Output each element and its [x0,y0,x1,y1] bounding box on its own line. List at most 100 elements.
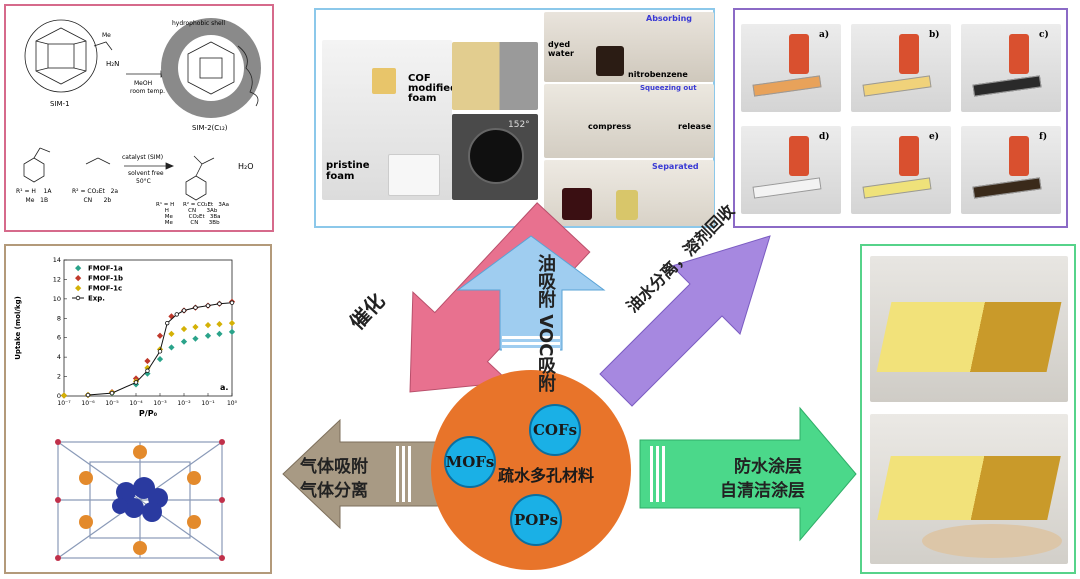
coating-label-2: 自清洁涂层 [720,481,805,501]
fmof-structure [55,439,225,561]
reagent-amine: H₂N [106,60,120,68]
exp-point [165,320,170,326]
y-tick-label: 8 [57,314,61,322]
dyed-water-vial [596,46,624,76]
separation-photo: e) [851,126,951,214]
r1-row-2: Me 1B [16,197,49,204]
sim1-cage [24,19,98,93]
y-tick-label: 6 [57,334,61,342]
oil-label: 油吸附 [535,254,556,308]
exp-point [85,392,91,398]
separation-photo: c) [961,24,1061,112]
shell-label: hydrophobic shell [172,20,226,27]
x-tick-label: 10⁻⁴ [129,400,143,407]
exp-point [109,390,115,396]
legend-label: Exp. [88,295,105,303]
sim2-label: SIM-2(C₁₂) [192,124,228,132]
center-title: 疏水多孔材料 [497,466,594,485]
x-tick-label: 10⁻³ [153,400,167,407]
release-label: release [678,122,712,131]
product-row-4: Me CN 3Bb [156,220,220,226]
plot-frame [63,259,233,397]
separation-label: d) [819,132,830,142]
separation-tube [862,177,932,199]
dyed-water-label: dyed water [548,40,574,58]
separation-label: e) [929,132,939,142]
legend-label: FMOF-1b [88,275,123,283]
r2-row-2: CN 2b [72,197,112,204]
data-point [204,332,212,339]
exp-point [217,301,222,306]
data-point [228,320,236,327]
y-tick-label: 4 [57,353,61,361]
nitrobenzene-label: nitrobenzene [628,70,688,79]
legend-label: FMOF-1a [88,265,123,273]
y-tick-label: 10 [53,295,61,303]
data-point [168,344,175,351]
absorbing-photo [544,12,714,82]
exp-point [133,380,139,385]
data-point [60,392,68,399]
x-tick-label: 10⁰ [227,400,238,407]
separation-tube [752,75,822,97]
y-axis-label: Uptake (mol/kg) [14,296,22,360]
exp-point [229,300,235,305]
r1-row-1: R¹ = H 1A [16,188,52,195]
exp-point [193,305,198,310]
data-point [228,328,236,335]
exp-point [174,312,179,317]
exp-point [157,349,163,354]
separation-tube [752,177,822,199]
data-point [180,338,188,345]
arrow-top-label: catalyst (SIM) [122,154,164,161]
separation-label: a) [819,30,830,40]
data-point [144,357,151,365]
foam-closeup-photo [452,42,538,110]
legend-marker [75,295,81,301]
y-tick-label: 12 [53,275,61,283]
data-point [192,335,199,342]
separation-photo: d) [741,126,841,214]
cof-foam-label: COF modified foam [408,73,458,104]
water-droplet [468,128,524,184]
data-point [180,325,188,333]
clamp-stand [789,136,809,176]
cof-foam-block [372,68,396,94]
separation-panel: a)b)c)d)e)f) [733,8,1068,228]
separated-vial-dark [562,188,592,220]
y-tick-label: 2 [57,373,61,381]
data-point [156,332,164,339]
coated-slide-top [876,302,1062,372]
separation-label: f) [1039,132,1048,142]
separated-vial-yellow [616,190,638,220]
clamp-stand [1009,34,1029,74]
catalysis-panel: Me H₂N MeOH room temp. SIM-1 hydrophobic… [4,4,274,232]
oil-absorption-panel: COF modified foam pristine foam 152° Abs… [314,8,715,228]
x-tick-label: 10⁻⁵ [105,400,119,407]
y-tick-label: 0 [57,392,61,400]
data-point [168,330,175,337]
data-point [204,321,212,329]
pristine-foam-label: pristine foam [326,160,370,182]
legend-marker [75,275,82,282]
oil-voc-label: 油吸附 VOC吸附 [504,254,558,392]
legend-marker [75,285,82,292]
y-tick-label: 14 [53,256,61,264]
pristine-foam-block [388,154,440,196]
data-point [192,323,199,331]
compress-label: compress [588,122,632,131]
separation-label: c) [1039,30,1049,40]
product-row-1: R¹ = H R² = CO₂Et 3Aa [156,202,230,208]
reagent-solvent: MeOH [134,80,153,87]
mofs-label: MOFs [445,453,495,471]
x-axis-label: P/P₀ [139,409,158,418]
gas-label-2: 气体分离 [300,481,368,501]
product-row-3: Me CO₂Et 3Ba [156,214,221,220]
sim1-label: SIM-1 [50,100,70,108]
squeezing-label: Squeezing out [640,84,697,92]
x-tick-label: 10⁻¹ [201,400,215,407]
reagent-temp: room temp. [130,88,166,95]
legend-marker [75,265,82,272]
